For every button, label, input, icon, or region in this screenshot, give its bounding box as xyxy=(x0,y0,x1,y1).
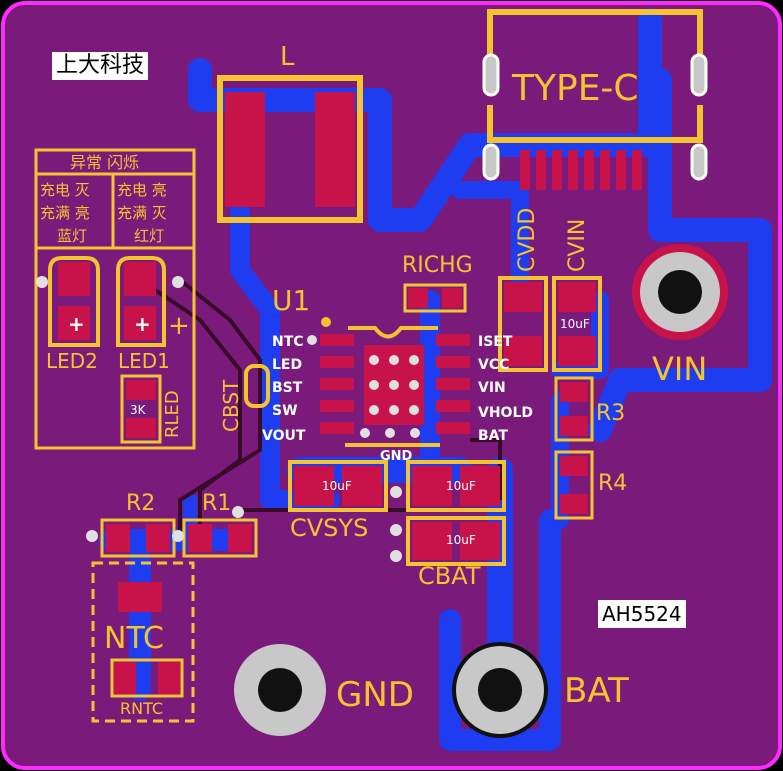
svg-text:+: + xyxy=(134,312,151,336)
u1-chip: U1 NTC LED BST SW xyxy=(262,284,533,464)
inductor-l: L xyxy=(217,42,363,223)
usb-label: TYPE-C xyxy=(511,68,639,109)
pin-vhold: VHOLD xyxy=(478,405,533,421)
cvin-label: CVIN xyxy=(565,219,590,272)
gnd-label: GND xyxy=(336,675,414,715)
cvsys-value2: 10uF xyxy=(446,479,476,493)
legend-r3-left: 蓝灯 xyxy=(57,227,87,245)
vin-label: VIN xyxy=(652,350,707,388)
cvin-value: 10uF xyxy=(560,317,590,331)
usb-type-c: TYPE-C xyxy=(482,9,708,190)
pin-gnd: GND xyxy=(380,449,413,464)
brand-label: 上大科技 xyxy=(52,52,149,80)
inductor-label: L xyxy=(280,42,295,72)
r1-label: R1 xyxy=(202,491,231,516)
cvdd-cvin-caps: CVDD CVIN 10uF xyxy=(498,208,602,372)
cbst-label: CBST xyxy=(219,379,243,432)
cvsys-value1: 10uF xyxy=(322,479,352,493)
plus-sign: + xyxy=(168,311,190,341)
ntc-label: NTC xyxy=(104,621,164,656)
pin-bst: BST xyxy=(272,380,303,396)
legend-header: 异常 闪烁 xyxy=(70,153,139,172)
pin-vcc: VCC xyxy=(478,357,509,373)
svg-text:+: + xyxy=(68,312,85,336)
pin-vout: VOUT xyxy=(262,428,306,444)
legend-r2-right: 充满 灭 xyxy=(117,204,167,222)
leds: + + + LED2 LED1 xyxy=(36,256,190,373)
pin-ntc: NTC xyxy=(272,334,304,350)
pin-led: LED xyxy=(272,357,302,373)
r3-label: R3 xyxy=(596,401,625,426)
r3-r4-resistors: R3 R4 xyxy=(554,376,627,520)
cbat-label: CBAT xyxy=(418,562,481,590)
u1-label: U1 xyxy=(272,284,310,317)
pin-vin: VIN xyxy=(478,380,506,396)
rled-value: 3K xyxy=(130,403,147,417)
richg-resistor: RICHG xyxy=(402,253,473,313)
rntc-label: RNTC xyxy=(120,699,163,718)
led-legend-table: 异常 闪烁 充电 灭 充电 亮 充满 亮 充满 灭 蓝灯 红灯 xyxy=(34,148,196,450)
r4-label: R4 xyxy=(598,471,627,496)
rled-label: RLED xyxy=(162,390,183,438)
pin-bat: BAT xyxy=(478,428,508,444)
vin-pad: VIN xyxy=(632,244,728,388)
bat-pad: BAT xyxy=(452,642,629,738)
led1-label: LED1 xyxy=(118,349,170,373)
ntc-footprint: NTC RNTC xyxy=(91,561,195,723)
cbst-cap: CBST xyxy=(219,364,270,432)
pin-iset: ISET xyxy=(478,334,513,350)
cvsys-label: CVSYS xyxy=(290,514,368,542)
legend-r1-right: 充电 亮 xyxy=(117,181,167,199)
chip-label: AH5524 xyxy=(598,600,686,628)
cbat-value: 10uF xyxy=(446,533,476,547)
r1-r2-resistors: R2 R1 xyxy=(86,491,258,558)
r2-label: R2 xyxy=(126,491,155,516)
rled-resistor: 3K RLED xyxy=(120,374,183,444)
cvsys-cbat-caps: 10uF 10uF 10uF CVSYS CBAT xyxy=(288,460,506,590)
gnd-pad: GND xyxy=(234,644,414,736)
richg-label: RICHG xyxy=(402,253,473,278)
bat-label: BAT xyxy=(564,671,629,711)
legend-r3-right: 红灯 xyxy=(134,227,164,245)
legend-r1-left: 充电 灭 xyxy=(40,181,90,199)
cvdd-label: CVDD xyxy=(515,208,540,272)
pin-sw: SW xyxy=(272,403,298,419)
led2-label: LED2 xyxy=(46,349,98,373)
legend-r2-left: 充满 亮 xyxy=(40,204,90,222)
